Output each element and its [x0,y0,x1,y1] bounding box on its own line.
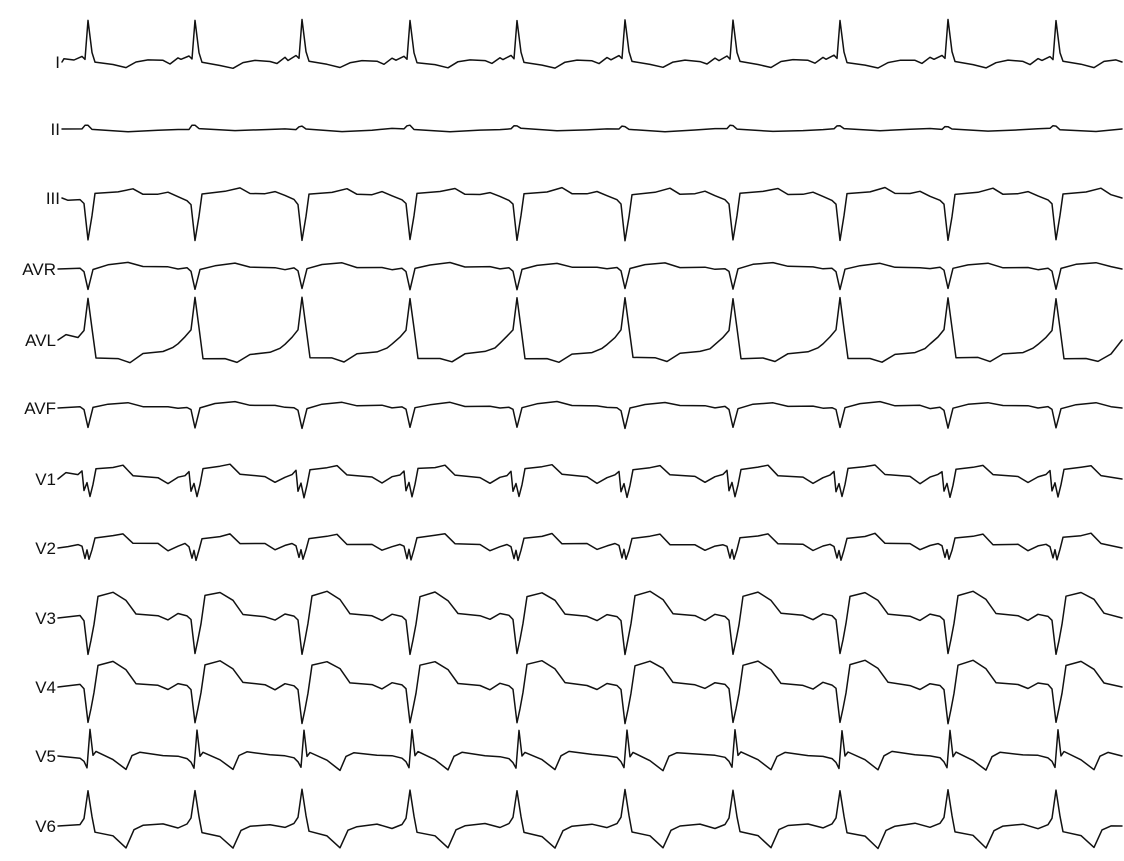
trace-v4 [57,659,1123,725]
lead-label-v1: V1 [35,470,56,489]
lead-label-v3: V3 [35,609,56,628]
trace-v3 [57,590,1123,656]
lead-label-i: I [55,53,60,72]
trace-avf [57,400,1123,430]
lead-label-v2: V2 [35,539,56,558]
lead-label-ii: II [51,120,60,139]
lead-label-v4: V4 [35,678,56,697]
lead-label-avr: AVR [22,260,56,279]
trace-iii [61,186,1123,242]
trace-i [61,18,1123,70]
lead-traces [57,18,1123,850]
trace-v5 [57,728,1123,772]
trace-ii [61,124,1123,133]
trace-v1 [57,463,1123,499]
lead-label-v5: V5 [35,747,56,766]
lead-label-avl: AVL [25,331,56,350]
trace-avl [57,296,1123,364]
lead-label-v6: V6 [35,817,56,836]
lead-label-iii: III [46,189,60,208]
trace-v2 [57,532,1123,562]
trace-v6 [57,788,1123,850]
lead-label-avf: AVF [24,399,56,418]
trace-avr [57,261,1123,291]
